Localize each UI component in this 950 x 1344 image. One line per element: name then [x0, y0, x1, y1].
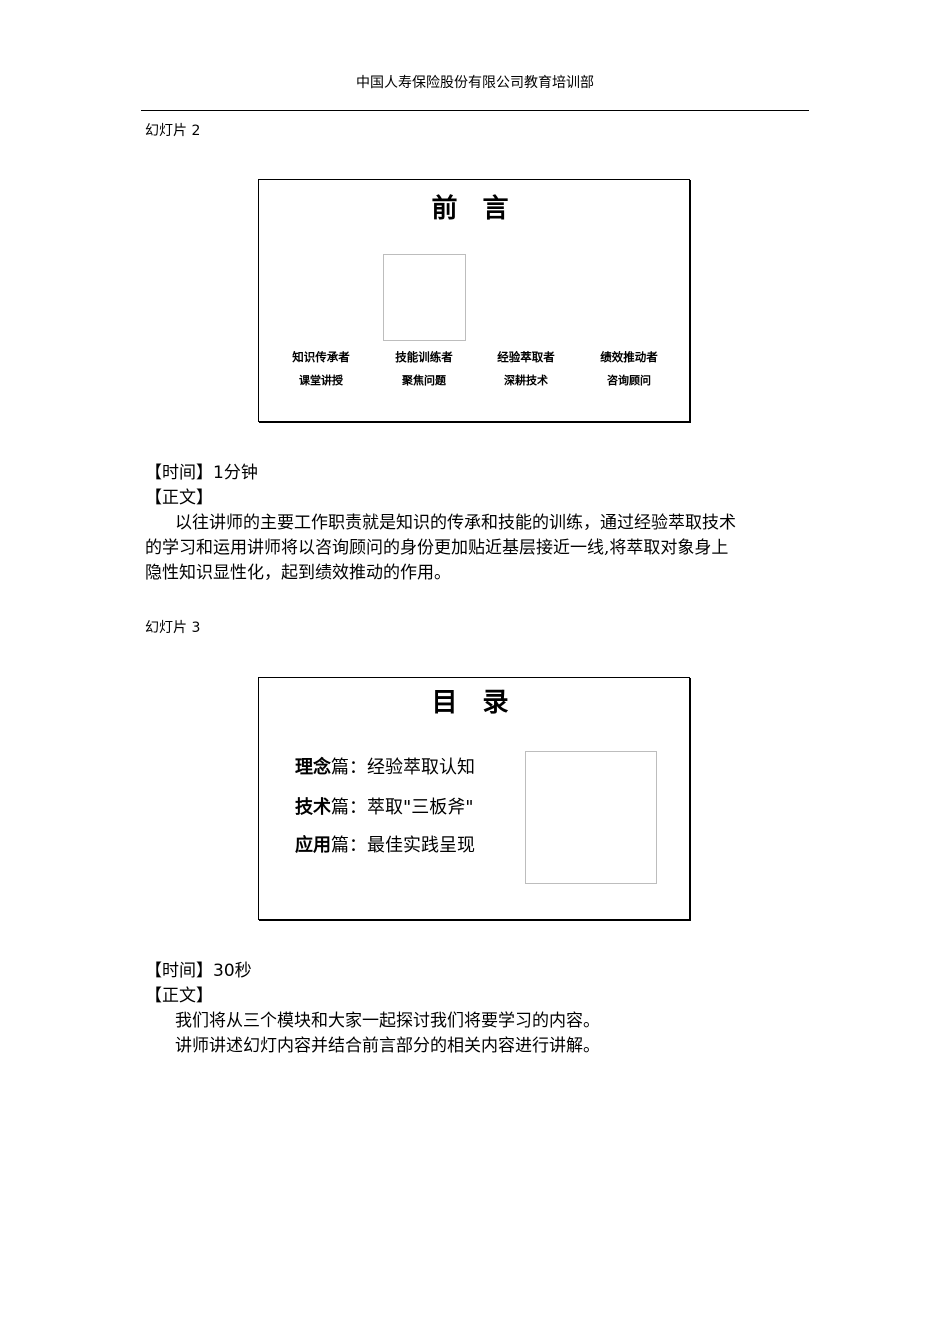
slide-2-label: 幻灯片 2: [145, 123, 201, 139]
slide-2-title: 前 言: [431, 194, 517, 224]
role-subtitle: 聚焦问题: [402, 374, 446, 387]
role-subtitle: 咨询顾问: [607, 374, 651, 387]
role-subtitle: 课堂讲授: [299, 374, 343, 387]
slide-3-label: 幻灯片 3: [145, 620, 201, 636]
time-tag: 【时间】: [145, 961, 213, 981]
role-title: 知识传承者: [292, 350, 350, 364]
time-row: 【时间】30秒: [145, 959, 817, 984]
role-title: 技能训练者: [395, 350, 453, 364]
image-placeholder: [525, 751, 657, 884]
slide-3-thumbnail: 目 录 理念篇：经验萃取认知 技术篇：萃取"三板斧" 应用篇：最佳实践呈现: [258, 677, 690, 920]
slide-3-title: 目 录: [431, 688, 517, 718]
toc-item-text: 篇：最佳实践呈现: [331, 835, 475, 856]
toc-item-bold: 理念: [295, 757, 331, 778]
body-line: 以往讲师的主要工作职责就是知识的传承和技能的训练，通过经验萃取技术: [175, 513, 736, 533]
toc-item-technique: 技术篇：萃取"三板斧": [295, 793, 474, 819]
body-line: 的学习和运用讲师将以咨询顾问的身份更加贴近基层接近一线,将萃取对象身上: [145, 538, 729, 558]
toc-item-bold: 技术: [295, 797, 331, 818]
toc-item-text: 篇：经验萃取认知: [331, 757, 475, 778]
document-header: 中国人寿保险股份有限公司教育培训部: [356, 75, 594, 91]
time-tag: 【时间】: [145, 463, 213, 483]
toc-item-application: 应用篇：最佳实践呈现: [295, 831, 475, 857]
body-line: 讲师讲述幻灯内容并结合前言部分的相关内容进行讲解。: [175, 1036, 600, 1056]
toc-item-text: 篇：萃取"三板斧": [331, 797, 474, 818]
slide-2-thumbnail: 前 言 知识传承者 课堂讲授 技能训练者 聚焦问题 经验萃取者 深耕技术 绩效推…: [258, 179, 690, 422]
body-tag: 【正文】: [145, 488, 213, 508]
time-value: 30秒: [213, 961, 252, 981]
image-placeholder: [383, 254, 466, 341]
body-line: 隐性知识显性化，起到绩效推动的作用。: [145, 563, 451, 583]
role-skill-trainer: 技能训练者 聚焦问题: [372, 345, 476, 393]
time-row: 【时间】1分钟: [145, 461, 817, 486]
slide-3-notes: 【时间】30秒 【正文】 我们将从三个模块和大家一起探讨我们将要学习的内容。 讲…: [145, 959, 817, 1059]
time-value: 1分钟: [213, 463, 258, 483]
role-performance-driver: 绩效推动者 咨询顾问: [577, 345, 681, 393]
body-line: 我们将从三个模块和大家一起探讨我们将要学习的内容。: [175, 1011, 600, 1031]
slide-2-notes: 【时间】1分钟 【正文】 以往讲师的主要工作职责就是知识的传承和技能的训练，通过…: [145, 461, 817, 586]
role-knowledge-inheritor: 知识传承者 课堂讲授: [269, 345, 373, 393]
role-experience-extractor: 经验萃取者 深耕技术: [474, 345, 578, 393]
role-title: 绩效推动者: [600, 350, 658, 364]
toc-item-concept: 理念篇：经验萃取认知: [295, 753, 475, 779]
body-tag: 【正文】: [145, 986, 213, 1006]
header-divider: [141, 110, 809, 111]
role-title: 经验萃取者: [497, 350, 555, 364]
toc-item-bold: 应用: [295, 835, 331, 856]
role-subtitle: 深耕技术: [504, 374, 548, 387]
